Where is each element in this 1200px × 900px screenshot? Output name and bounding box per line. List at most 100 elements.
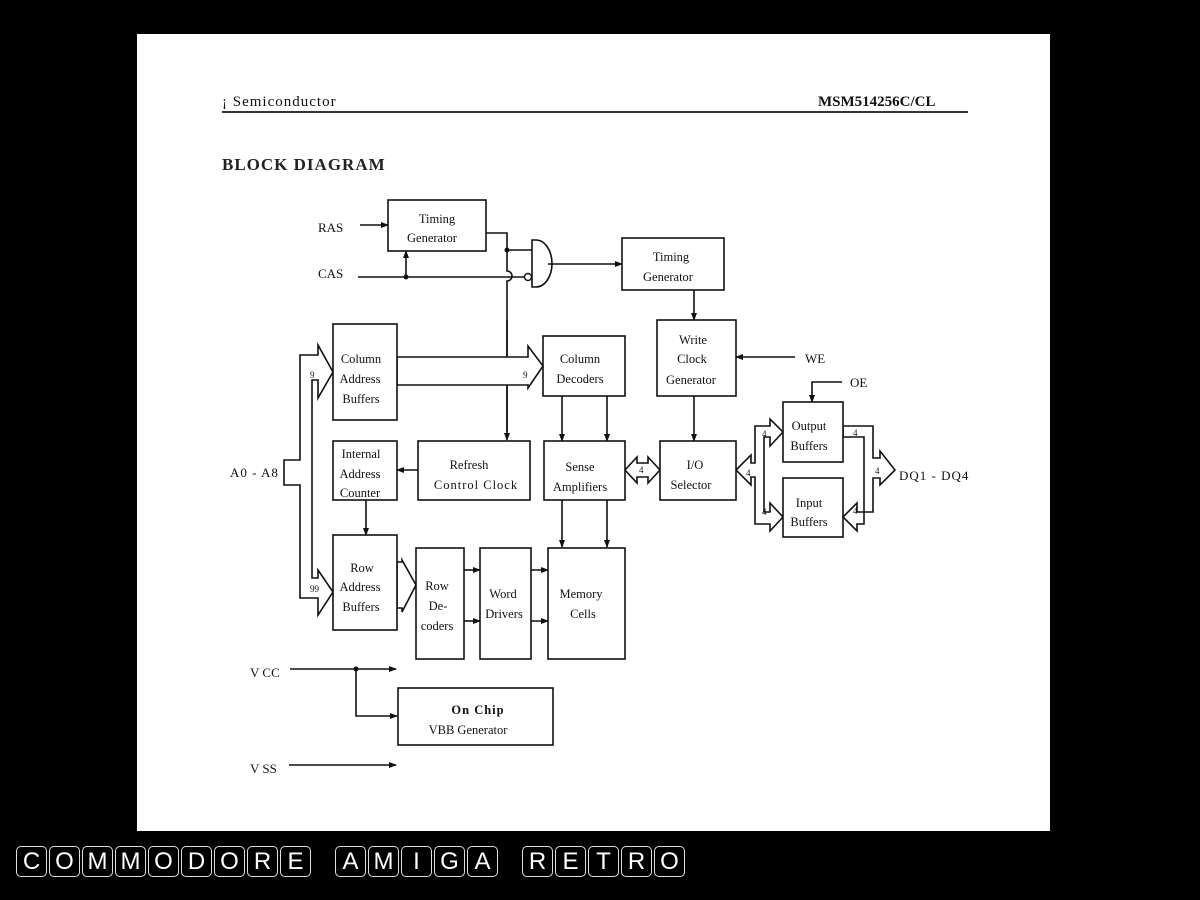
block-output-buffers: Output Buffers bbox=[782, 401, 844, 463]
banner-letter-tile: M bbox=[82, 846, 113, 877]
svg-text:Generator: Generator bbox=[407, 231, 458, 245]
banner-letter-tile: I bbox=[401, 846, 432, 877]
signal-address: A0 - A8 bbox=[230, 465, 279, 480]
bus-width-dq-input: 4 bbox=[853, 506, 858, 516]
svg-text:I/O: I/O bbox=[687, 458, 704, 472]
svg-text:Write: Write bbox=[679, 333, 707, 347]
datasheet-page bbox=[137, 34, 1050, 831]
bus-width-col-in: 9 bbox=[310, 370, 315, 380]
svg-text:Address: Address bbox=[340, 372, 381, 386]
banner-word-gap bbox=[313, 846, 335, 880]
svg-text:Buffers: Buffers bbox=[790, 439, 827, 453]
signal-vss: V SS bbox=[250, 761, 277, 776]
bus-width-col-out: 9 bbox=[523, 370, 528, 380]
svg-text:Word: Word bbox=[489, 587, 517, 601]
svg-text:Address: Address bbox=[340, 467, 381, 481]
signal-ras: RAS bbox=[318, 220, 343, 235]
header-part-number: MSM514256C/CL bbox=[818, 94, 936, 110]
bus-width-row-in: 99 bbox=[310, 584, 320, 594]
header-manufacturer: ¡ Semiconductor bbox=[222, 94, 337, 110]
block-row-address-buffers: Row Address Buffers bbox=[332, 534, 398, 631]
banner-letter-tile: C bbox=[16, 846, 47, 877]
svg-text:Memory: Memory bbox=[559, 587, 603, 601]
banner-letter-tile: E bbox=[280, 846, 311, 877]
buffer-dq-bus bbox=[841, 425, 897, 533]
svg-text:Drivers: Drivers bbox=[485, 607, 523, 621]
banner-letter-tile: M bbox=[115, 846, 146, 877]
wire-vcc-to-vbb bbox=[355, 669, 398, 719]
block-sense-amplifiers: Sense Amplifiers bbox=[543, 440, 626, 501]
svg-text:Row: Row bbox=[425, 579, 449, 593]
svg-text:Sense: Sense bbox=[565, 460, 595, 474]
block-io-selector: I/O Selector bbox=[659, 440, 737, 501]
banner-letter-tile: O bbox=[148, 846, 179, 877]
bus-width-io-buffers: 4 bbox=[746, 468, 751, 478]
svg-text:Buffers: Buffers bbox=[342, 392, 379, 406]
block-vbb-generator: On Chip VBB Generator bbox=[397, 687, 554, 746]
block-column-address-buffers: Column Address Buffers bbox=[332, 323, 398, 421]
svg-text:Row: Row bbox=[350, 561, 374, 575]
io-buffer-bus bbox=[734, 417, 785, 534]
block-column-decoders: Column Decoders bbox=[542, 335, 626, 397]
svg-text:Control Clock: Control Clock bbox=[434, 478, 518, 492]
svg-text:Timing: Timing bbox=[419, 212, 456, 226]
block-write-clock-generator: Write Clock Generator bbox=[656, 319, 737, 397]
svg-text:Output: Output bbox=[792, 419, 827, 433]
svg-text:Internal: Internal bbox=[342, 447, 381, 461]
banner-letter-tile: A bbox=[335, 846, 366, 877]
block-row-decoders: Row De- coders bbox=[415, 547, 465, 660]
banner-letter-tile: R bbox=[522, 846, 553, 877]
banner-letter-tile: D bbox=[181, 846, 212, 877]
address-bus bbox=[283, 341, 334, 618]
svg-text:Buffers: Buffers bbox=[342, 600, 379, 614]
banner-letter-tile: O bbox=[49, 846, 80, 877]
svg-text:VBB Generator: VBB Generator bbox=[429, 723, 509, 737]
svg-text:Cells: Cells bbox=[570, 607, 596, 621]
bus-width-to-input: 4 bbox=[762, 507, 767, 517]
svg-text:De-: De- bbox=[429, 599, 448, 613]
wire-oe bbox=[809, 381, 842, 403]
bus-width-dq: 4 bbox=[875, 466, 880, 476]
svg-text:Generator: Generator bbox=[643, 270, 694, 284]
signal-data: DQ1 - DQ4 bbox=[899, 468, 969, 483]
block-memory-cells: Memory Cells bbox=[547, 547, 626, 660]
banner-word-gap bbox=[500, 846, 522, 880]
svg-text:Address: Address bbox=[340, 580, 381, 594]
col-address-bus bbox=[396, 343, 544, 391]
banner-letter-tile: R bbox=[621, 846, 652, 877]
banner-letter-tile: A bbox=[467, 846, 498, 877]
svg-text:Amplifiers: Amplifiers bbox=[553, 480, 607, 494]
signal-we: WE bbox=[805, 351, 825, 366]
bus-width-to-output: 4 bbox=[762, 429, 767, 439]
svg-text:Timing: Timing bbox=[653, 250, 690, 264]
svg-text:coders: coders bbox=[421, 619, 454, 633]
banner-letter-tile: O bbox=[654, 846, 685, 877]
signal-oe: OE bbox=[850, 375, 867, 390]
block-word-drivers: Word Drivers bbox=[479, 547, 532, 660]
svg-text:Buffers: Buffers bbox=[790, 515, 827, 529]
banner-letter-tile: E bbox=[555, 846, 586, 877]
banner-letter-tile: R bbox=[247, 846, 278, 877]
signal-vcc: V CC bbox=[250, 665, 280, 680]
row-address-bus bbox=[396, 556, 417, 613]
signal-cas: CAS bbox=[318, 266, 343, 281]
svg-text:Counter: Counter bbox=[340, 486, 381, 500]
svg-text:Generator: Generator bbox=[666, 373, 717, 387]
svg-text:Decoders: Decoders bbox=[556, 372, 603, 386]
block-refresh-control-clock: Refresh Control Clock bbox=[417, 440, 531, 501]
block-timing-generator-1: Timing Generator bbox=[387, 199, 487, 252]
bus-width-out-dq: 4 bbox=[853, 428, 858, 438]
svg-text:Column: Column bbox=[341, 352, 382, 366]
inverter-bubble bbox=[523, 272, 533, 282]
svg-text:Column: Column bbox=[560, 352, 601, 366]
banner-letter-tile: G bbox=[434, 846, 465, 877]
svg-text:Refresh: Refresh bbox=[450, 458, 490, 472]
block-input-buffers: Input Buffers bbox=[782, 477, 844, 538]
svg-text:On Chip: On Chip bbox=[451, 703, 504, 717]
block-internal-address-counter: Internal Address Counter bbox=[332, 440, 398, 501]
svg-text:Input: Input bbox=[796, 496, 823, 510]
banner-letter-tile: O bbox=[214, 846, 245, 877]
wire-timing1-out bbox=[486, 232, 513, 440]
